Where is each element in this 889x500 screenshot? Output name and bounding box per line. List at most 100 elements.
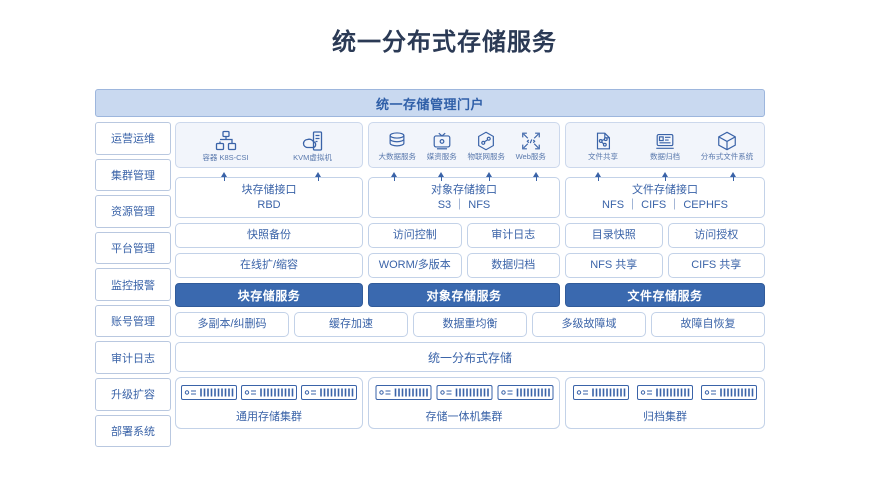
server-icons [375, 384, 554, 405]
scenario-media[interactable]: 媒资服务 [420, 130, 465, 161]
cluster-general-storage[interactable]: 通用存储集群 [175, 377, 363, 429]
service-label: 对象存储服务 [426, 288, 502, 303]
feature-directory-snapshot[interactable]: 目录快照 [565, 223, 663, 248]
feature-label: 在线扩/缩容 [239, 259, 299, 272]
scenario-distributed-fs[interactable]: 分布式文件系统 [696, 130, 758, 161]
feature-label: 访问控制 [392, 229, 437, 242]
interface-card-block[interactable]: 块存储接口 RBD [175, 177, 363, 218]
scenario-container-k8s-csi[interactable]: 容器 K8S-CSI [182, 129, 269, 162]
clusters-row: 通用存储集群 存储一体机集群 归档集群 [175, 377, 765, 429]
sidebar-item-platform-management[interactable]: 平台管理 [95, 231, 171, 265]
feature-online-scaling[interactable]: 在线扩/缩容 [175, 253, 363, 278]
service-bar-object-storage[interactable]: 对象存储服务 [368, 283, 560, 307]
sidebar-item-cluster-management[interactable]: 集群管理 [95, 158, 171, 192]
iot-hexagon-icon [475, 130, 497, 152]
scenario-label: 文件共享 [588, 152, 618, 162]
capability-multi-level-fault-domain[interactable]: 多级故障域 [532, 312, 646, 337]
server-icon [571, 384, 631, 405]
sidebar-item-operations[interactable]: 运营运维 [95, 122, 171, 155]
sidebar-item-label: 监控报警 [111, 279, 155, 292]
feature-snapshot-backup[interactable]: 快照备份 [175, 223, 363, 248]
container-cubes-icon [214, 129, 238, 153]
server-icon [375, 384, 432, 405]
capability-label: 数据重均衡 [442, 318, 498, 331]
scenario-kvm-vm[interactable]: KVM虚拟机 [269, 129, 356, 162]
feature-label: 目录快照 [591, 229, 636, 242]
scenario-label: Web服务 [515, 152, 546, 162]
scenario-file-share[interactable]: 文件共享 [572, 130, 634, 161]
sidebar-item-audit-log[interactable]: 审计日志 [95, 341, 171, 374]
sidebar-item-label: 部署系统 [111, 425, 155, 438]
connector-arrows-object [368, 168, 560, 181]
capability-label: 多级故障域 [561, 318, 617, 331]
service-bar-file-storage[interactable]: 文件存储服务 [565, 283, 765, 307]
scenario-panel-file: 文件共享 数据归档 [565, 122, 765, 181]
scenario-bigdata[interactable]: 大数据服务 [375, 130, 420, 161]
feature-label: 审计日志 [491, 229, 536, 242]
interface-title: 块存储接口 [241, 183, 297, 196]
scenario-label: 数据归档 [650, 152, 680, 162]
scenario-label: 分布式文件系统 [700, 152, 754, 162]
feature-cifs-share[interactable]: CIFS 共享 [667, 253, 765, 278]
feature-access-control[interactable]: 访问控制 [368, 223, 462, 248]
scenario-label: KVM虚拟机 [293, 153, 332, 163]
scenario-label: 媒资服务 [426, 152, 457, 162]
feature-audit-log[interactable]: 审计日志 [466, 223, 560, 248]
cluster-appliance-storage[interactable]: 存储一体机集群 [368, 377, 560, 429]
unified-storage-band: 统一分布式存储 [175, 342, 765, 372]
feature-label: 访问授权 [694, 229, 739, 242]
scenario-data-archive[interactable]: 数据归档 [634, 130, 696, 161]
connector-arrows-block [175, 168, 363, 181]
interface-card-file[interactable]: 文件存储接口 NFS ｜ CIFS ｜ CEPHFS [565, 177, 765, 218]
sidebar-item-label: 账号管理 [111, 316, 155, 329]
interface-protocols: RBD [257, 198, 281, 211]
sidebar-item-label: 平台管理 [111, 242, 155, 255]
interface-protocols: NFS ｜ CIFS ｜ CEPHFS [602, 198, 728, 211]
service-label: 文件存储服务 [627, 288, 703, 303]
service-label: 块存储服务 [237, 288, 301, 303]
web-html-icon [520, 130, 542, 152]
feature-label: 数据归档 [491, 259, 536, 272]
scenario-iot[interactable]: 物联网服务 [464, 130, 509, 161]
service-bar-block-storage[interactable]: 块存储服务 [175, 283, 363, 307]
capability-label: 缓存加速 [329, 318, 373, 331]
scenario-web[interactable]: Web服务 [509, 130, 554, 161]
diagram-frame: 统一存储管理门户 运营运维 集群管理 资源管理 平台管理 监控报警 账号管理 审… [95, 89, 765, 448]
media-screen-icon [431, 130, 453, 152]
scenario-panels-row: 容器 K8S-CSI KVM虚拟机 [175, 122, 765, 181]
feature-label: NFS 共享 [590, 259, 638, 272]
feature-worm-versioning[interactable]: WORM/多版本 [368, 253, 462, 278]
cluster-label: 通用存储集群 [236, 410, 302, 423]
sidebar-item-account-management[interactable]: 账号管理 [95, 304, 171, 338]
server-icon [241, 384, 297, 405]
server-icon [181, 384, 237, 405]
interface-card-object[interactable]: 对象存储接口 S3 ｜ NFS [368, 177, 560, 218]
feature-data-archiving[interactable]: 数据归档 [466, 253, 560, 278]
server-icon [436, 384, 493, 405]
feature-access-authorization[interactable]: 访问授权 [667, 223, 765, 248]
cluster-archive[interactable]: 归档集群 [565, 377, 765, 429]
unified-portal-bar: 统一存储管理门户 [95, 89, 765, 117]
sidebar-item-monitoring-alerts[interactable]: 监控报警 [95, 268, 171, 301]
data-archive-icon [654, 130, 676, 152]
sidebar-item-label: 审计日志 [111, 352, 155, 365]
feature-nfs-share[interactable]: NFS 共享 [565, 253, 663, 278]
connector-arrows-file [565, 168, 765, 181]
scenario-label: 容器 K8S-CSI [202, 153, 249, 163]
features-row-1: 快照备份 访问控制 审计日志 目录快照 访问授权 [175, 223, 765, 248]
capability-multi-replica-ec[interactable]: 多副本/纠删码 [175, 312, 289, 337]
sidebar-item-resource-management[interactable]: 资源管理 [95, 195, 171, 228]
capability-cache-acceleration[interactable]: 缓存加速 [294, 312, 408, 337]
unified-storage-label: 统一分布式存储 [427, 350, 512, 365]
server-icon [699, 384, 759, 405]
unified-portal-label: 统一存储管理门户 [375, 96, 484, 112]
sidebar-item-upgrade-expansion[interactable]: 升级扩容 [95, 377, 171, 411]
sidebar-item-deployment-system[interactable]: 部署系统 [95, 414, 171, 448]
kvm-cloud-server-icon [301, 129, 325, 153]
feature-label: 快照备份 [247, 229, 291, 242]
server-icon [497, 384, 554, 405]
capability-self-healing[interactable]: 故障自恢复 [651, 312, 765, 337]
interface-title: 对象存储接口 [431, 183, 497, 196]
capability-data-rebalance[interactable]: 数据重均衡 [413, 312, 527, 337]
sidebar-item-label: 升级扩容 [111, 389, 155, 402]
